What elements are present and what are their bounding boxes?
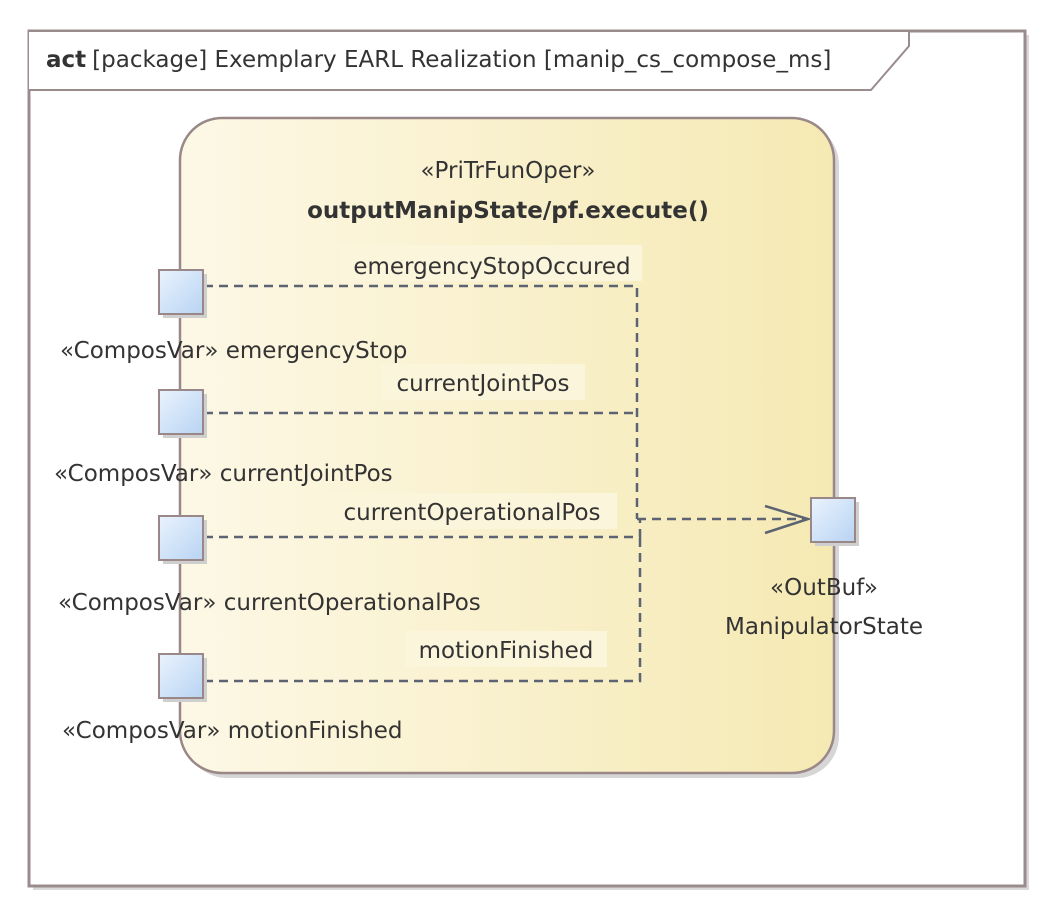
- input-pin-current-operational-pos[interactable]: [158, 515, 204, 561]
- input-pin-label-emergency-stop: «ComposVar» emergencyStop: [60, 338, 407, 364]
- input-pin-label-current-joint-pos: «ComposVar» currentJointPos: [54, 461, 393, 487]
- input-pins: «ComposVar» emergencyStop «ComposVar» cu…: [54, 269, 481, 744]
- flow-line-motion-finished[interactable]: [204, 537, 642, 683]
- flow-label-bg: [381, 364, 585, 400]
- flow-label-bg: [338, 245, 642, 281]
- frame-heading: act[package] Exemplary EARL Realization …: [46, 47, 831, 73]
- frame-keyword: act: [46, 47, 86, 73]
- output-pin-name: ManipulatorState: [725, 614, 923, 640]
- input-pin-label-motion-finished: «ComposVar» motionFinished: [62, 718, 403, 744]
- input-pin-label-current-operational-pos: «ComposVar» currentOperationalPos: [58, 590, 481, 616]
- flow-label-emergency-stop: emergencyStopOccured: [353, 254, 630, 280]
- output-pin-group: «OutBuf» ManipulatorState: [725, 497, 923, 640]
- object-flows: emergencyStopOccured currentJointPos cur…: [204, 245, 813, 683]
- flow-line-current-operational-pos[interactable]: [204, 519, 642, 539]
- input-pin-emergency-stop[interactable]: [158, 269, 204, 315]
- flow-arrowhead: [764, 504, 813, 535]
- flow-label-motion-finished: motionFinished: [419, 638, 594, 664]
- output-pin-stereotype: «OutBuf»: [770, 575, 878, 601]
- input-pin-current-joint-pos[interactable]: [158, 389, 204, 435]
- flow-label-bg: [405, 631, 607, 667]
- flow-label-current-joint-pos: currentJointPos: [397, 371, 570, 397]
- frame-heading-tab: [29, 30, 910, 91]
- action-name: outputManipState/pf.execute(): [307, 198, 709, 224]
- action-node[interactable]: «PriTrFunOper» outputManipState/pf.execu…: [178, 116, 839, 778]
- flow-label-bg: [327, 493, 617, 529]
- output-pin-manipulator-state[interactable]: [810, 497, 856, 543]
- frame-title: [package] Exemplary EARL Realization [ma…: [92, 47, 831, 73]
- flow-line-emergency-stop[interactable]: [204, 284, 639, 519]
- input-pin-motion-finished[interactable]: [158, 653, 204, 699]
- action-body[interactable]: [178, 116, 836, 775]
- action-stereotype: «PriTrFunOper»: [420, 158, 595, 184]
- flow-label-current-operational-pos: currentOperationalPos: [343, 500, 600, 526]
